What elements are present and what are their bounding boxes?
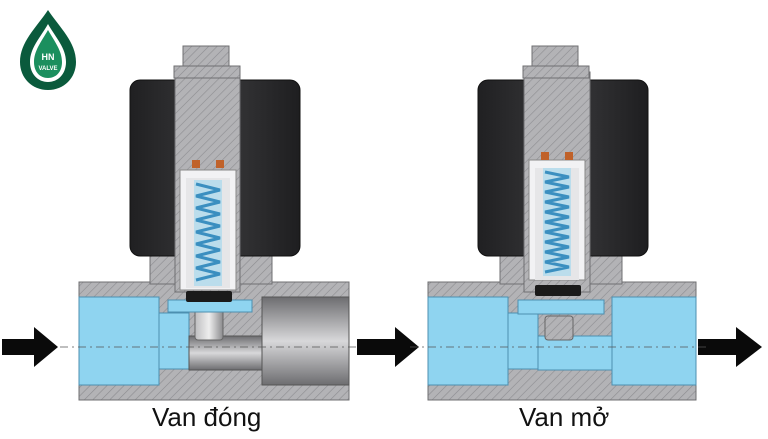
hn-valve-logo: HN VALVE — [20, 10, 76, 90]
logo-text-hn: HN — [42, 52, 55, 62]
outlet-port-fluid — [611, 296, 697, 386]
o-ring-left — [541, 152, 549, 160]
outlet-passage-fluid — [537, 335, 613, 371]
top-nut — [182, 45, 230, 69]
valve-open-diagram — [410, 45, 710, 401]
plunger-seal — [535, 285, 581, 296]
caption-valve-open: Van mở — [519, 402, 610, 432]
logo-text-valve: VALVE — [38, 66, 57, 72]
nut-flange — [173, 65, 241, 79]
valve-closed-diagram — [60, 45, 360, 401]
outlet-port — [261, 296, 350, 386]
orifice-seat — [544, 315, 574, 341]
outlet-passage — [188, 335, 263, 371]
plunger-seal — [186, 291, 232, 302]
o-ring-right — [565, 152, 573, 160]
flow-arrow-middle — [357, 327, 419, 367]
caption-valve-closed: Van đóng — [152, 402, 262, 432]
o-ring-left — [192, 160, 200, 168]
flow-arrow-inlet — [2, 327, 58, 367]
o-ring-right — [216, 160, 224, 168]
spring — [543, 168, 571, 276]
orifice-seat — [194, 307, 224, 341]
inlet-passage-fluid — [507, 312, 539, 370]
inlet-port-fluid — [78, 296, 160, 386]
logo-drop-inner — [34, 30, 62, 78]
inlet-port-fluid — [427, 296, 509, 386]
nut-flange — [522, 65, 590, 79]
top-nut — [531, 45, 579, 69]
spring — [194, 180, 222, 286]
flow-arrow-outlet — [698, 327, 762, 367]
chamber-fluid — [517, 299, 605, 315]
inlet-passage-fluid — [158, 312, 190, 370]
